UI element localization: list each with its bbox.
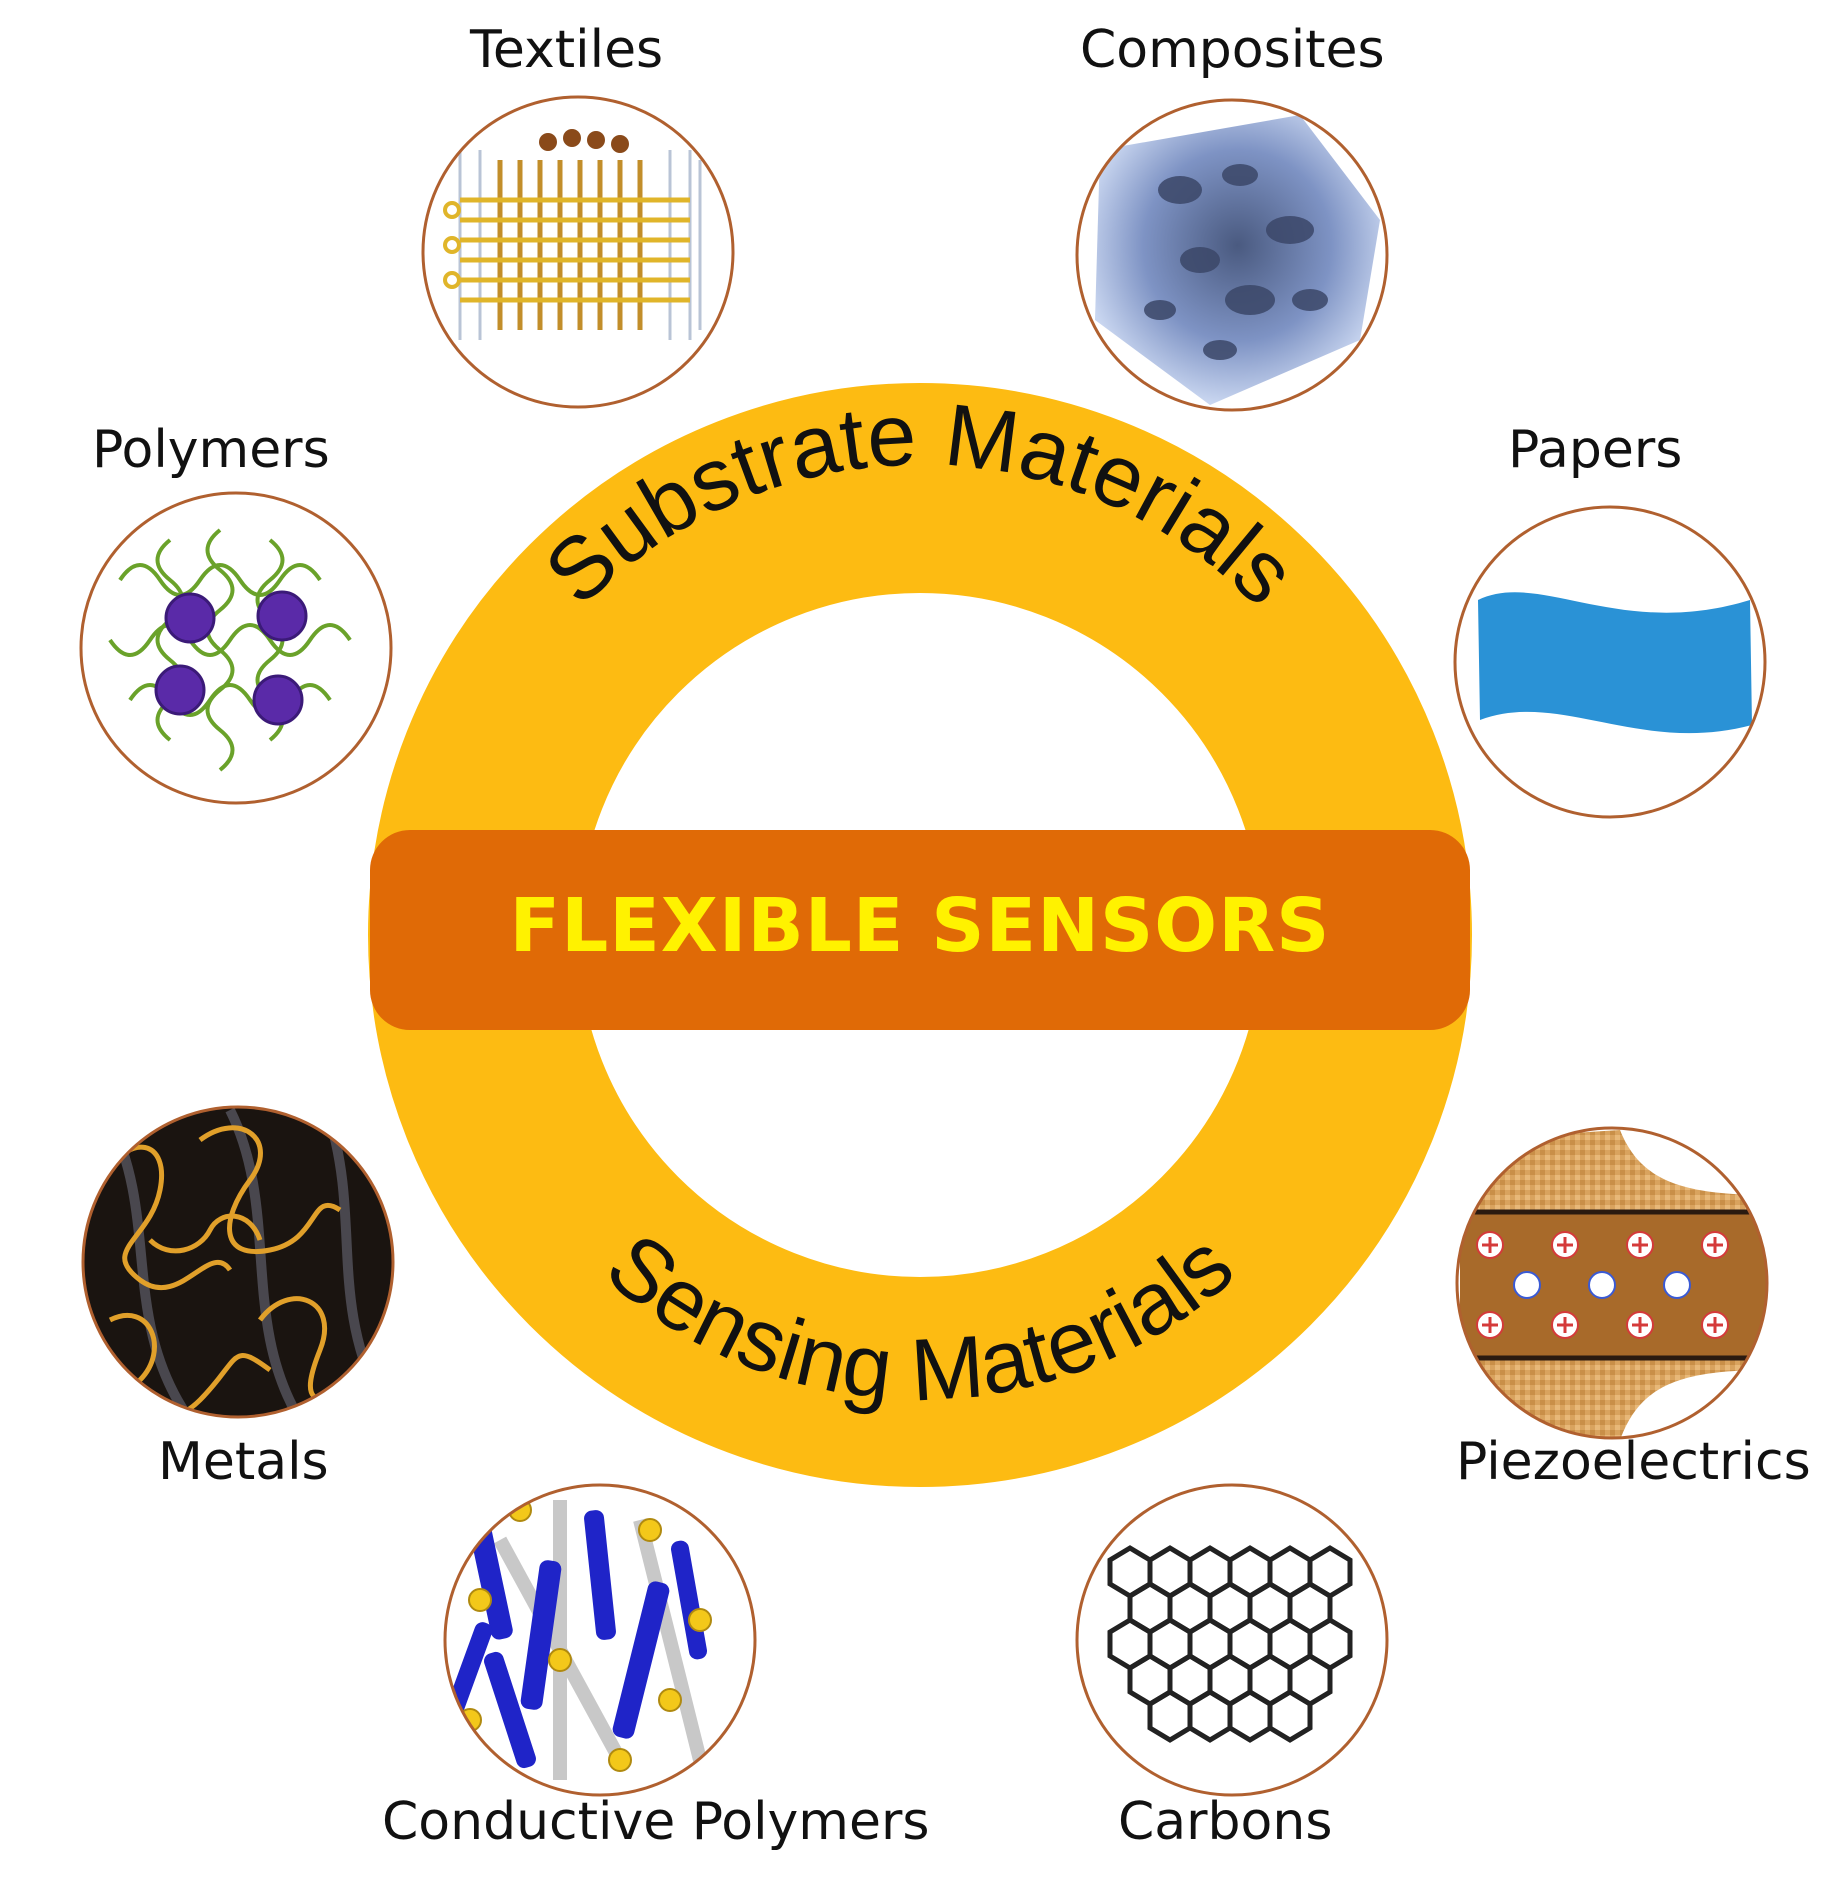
label-textiles: Textiles (470, 20, 664, 80)
label-carbons: Carbons (1118, 1792, 1333, 1852)
carbons-graphene-icon (1075, 1483, 1389, 1797)
label-papers: Papers (1508, 420, 1683, 480)
label-composites: Composites (1080, 20, 1385, 80)
metals-nanowires-icon (81, 1105, 395, 1419)
conductive-polymers-icon (443, 1483, 757, 1797)
center-band (370, 830, 1470, 1030)
composites-porous-icon (1075, 98, 1389, 412)
label-piezoelectrics: Piezoelectrics (1456, 1432, 1811, 1492)
piezoelectrics-dipoles-icon (1455, 1126, 1769, 1440)
label-metals: Metals (158, 1432, 329, 1492)
papers-sheet-icon (1453, 505, 1767, 819)
textiles-weave-icon (421, 95, 735, 409)
label-polymers: Polymers (92, 420, 330, 480)
center-title: FLEXIBLE SENSORS (509, 883, 1331, 969)
polymers-chains-icon (79, 491, 393, 805)
label-conductive-polymers: Conductive Polymers (382, 1792, 930, 1852)
